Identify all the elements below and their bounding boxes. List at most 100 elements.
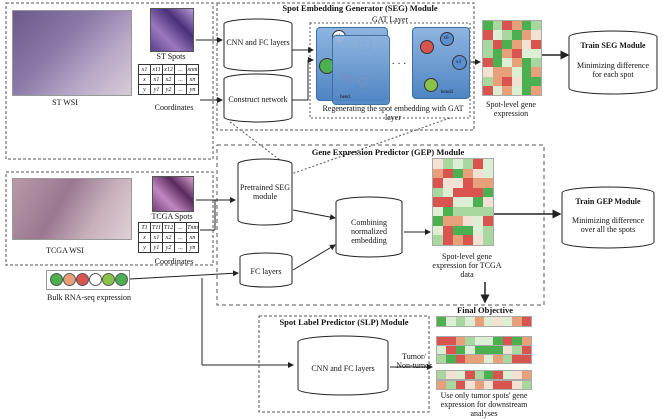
heatmap-cell bbox=[512, 85, 522, 95]
tcga-spots-label: TCGA Spots bbox=[151, 212, 193, 221]
fc-layers-cylinder bbox=[239, 252, 293, 288]
tcga-matrix-cell: yn bbox=[186, 242, 199, 253]
heatmap-cell bbox=[443, 187, 453, 198]
final-strip-cell bbox=[465, 337, 475, 345]
tumor-label: Tumor/ Non-tumor bbox=[396, 352, 432, 370]
heatmap-cell bbox=[463, 225, 473, 236]
heatmap-cell bbox=[483, 216, 493, 226]
heatmap-cell bbox=[433, 159, 443, 169]
gep-module-title: Gene Expression Predictor (GEP) Module bbox=[311, 147, 465, 157]
heatmap-cell bbox=[463, 178, 473, 188]
final-strip-cell bbox=[521, 381, 531, 389]
tcga-wsi-image bbox=[12, 178, 132, 240]
tcga-matrix-cell: x bbox=[138, 232, 151, 243]
heatmap-cell bbox=[521, 76, 532, 86]
heatmap-cell bbox=[483, 67, 493, 77]
final-strip-cell bbox=[455, 346, 466, 354]
heatmap-cell bbox=[521, 67, 532, 77]
final-strip-cell bbox=[502, 371, 513, 379]
bulk-expression-dot bbox=[115, 273, 128, 286]
heatmap-cell bbox=[453, 225, 463, 236]
final-strip-cell bbox=[474, 381, 484, 389]
st-matrix-cell: x2 bbox=[162, 74, 175, 85]
heatmap-cell bbox=[521, 39, 532, 49]
heatmap-cell bbox=[531, 21, 541, 31]
final-strip-cell bbox=[512, 346, 522, 354]
final-strip-cell bbox=[521, 317, 531, 326]
heatmap-cell bbox=[492, 21, 503, 31]
heatmap-cell bbox=[453, 159, 463, 169]
st-spots-image bbox=[150, 8, 194, 52]
tcga-coordinates-label: Coordinates bbox=[154, 257, 194, 266]
final-strip bbox=[436, 354, 532, 364]
heatmap-cell bbox=[443, 225, 453, 236]
cnn-fc-cylinder bbox=[223, 18, 293, 72]
heatmap-cell bbox=[521, 21, 532, 31]
tcga-matrix-cell: xn bbox=[186, 232, 199, 243]
final-strip-cell bbox=[512, 355, 522, 363]
gat-node-text-a: hend bbox=[340, 95, 350, 100]
heatmap-cell bbox=[473, 187, 483, 198]
final-strip-cell bbox=[493, 337, 503, 345]
heatmap-cell bbox=[453, 197, 463, 207]
train-seg-label: Train SEG Module bbox=[580, 41, 646, 50]
final-strip-cell bbox=[455, 381, 466, 389]
st-matrix-cell: x11 bbox=[150, 64, 163, 75]
tcga-matrix-cell: T11 bbox=[150, 222, 163, 233]
bulk-expression-dot bbox=[102, 273, 115, 286]
heatmap-cell bbox=[502, 58, 512, 68]
heatmap-cell bbox=[531, 67, 541, 77]
final-strip-cell bbox=[446, 371, 456, 379]
heatmap-cell bbox=[512, 67, 522, 77]
gat-layer-label: GAT Layer bbox=[371, 15, 409, 24]
heatmap-cell bbox=[483, 39, 493, 49]
heatmap-cell bbox=[483, 21, 493, 31]
heatmap-cell bbox=[512, 48, 522, 58]
heatmap-cell bbox=[473, 206, 483, 217]
bulk-expression-dot bbox=[89, 273, 102, 286]
slp-cnn-label: CNN and FC layers bbox=[311, 364, 375, 373]
final-strip-cell bbox=[483, 371, 494, 379]
gat-node-text-b: hend3 bbox=[440, 90, 454, 95]
final-strip-cell bbox=[502, 355, 513, 363]
final-strip-cell bbox=[446, 381, 456, 389]
final-strip-cell bbox=[465, 317, 475, 326]
final-strip-cell bbox=[483, 346, 494, 354]
heatmap-cell bbox=[502, 85, 512, 95]
tcga-matrix-cell: T1 bbox=[138, 222, 151, 233]
heatmap-cell bbox=[521, 85, 532, 95]
spot-level-gene-label: Spot-level gene expression bbox=[486, 100, 536, 118]
final-strip-cell bbox=[446, 337, 456, 345]
combining-label: Combining normalized embedding bbox=[350, 218, 387, 245]
heatmap-cell bbox=[531, 48, 541, 58]
st-wsi-label: ST WSI bbox=[52, 98, 78, 107]
tcga-matrix-cell: x2 bbox=[162, 232, 175, 243]
final-strip-cell bbox=[502, 337, 513, 345]
final-strip-cell bbox=[502, 381, 513, 389]
heatmap-cell bbox=[483, 159, 493, 169]
train-gep-label: Train GEP Module bbox=[575, 197, 641, 206]
heatmap-cell bbox=[483, 58, 493, 68]
heatmap-cell bbox=[443, 206, 453, 217]
tcga-matrix-cell: Tnm bbox=[186, 222, 199, 233]
bulk-expression-dot bbox=[76, 273, 89, 286]
heatmap-cell bbox=[463, 187, 473, 198]
heatmap-cell bbox=[502, 21, 512, 31]
final-strip-cell bbox=[493, 371, 503, 379]
st-matrix-cell: x1 bbox=[138, 64, 151, 75]
final-objective-label: Final Objective bbox=[457, 305, 513, 315]
final-strip-cell bbox=[446, 346, 456, 354]
heatmap-cell bbox=[463, 159, 473, 169]
tcga-matrix-cell: y1 bbox=[150, 242, 163, 253]
heatmap-cell bbox=[521, 58, 532, 68]
heatmap-cell bbox=[453, 216, 463, 226]
final-strip-cell bbox=[455, 317, 466, 326]
heatmap-cell bbox=[483, 197, 493, 207]
final-strip-cell bbox=[512, 337, 522, 345]
heatmap-cell bbox=[483, 48, 493, 58]
final-strip-cell bbox=[455, 371, 466, 379]
final-strip-cell bbox=[455, 337, 466, 345]
combining-cylinder bbox=[335, 196, 403, 258]
gat-node-red-2 bbox=[420, 40, 434, 54]
